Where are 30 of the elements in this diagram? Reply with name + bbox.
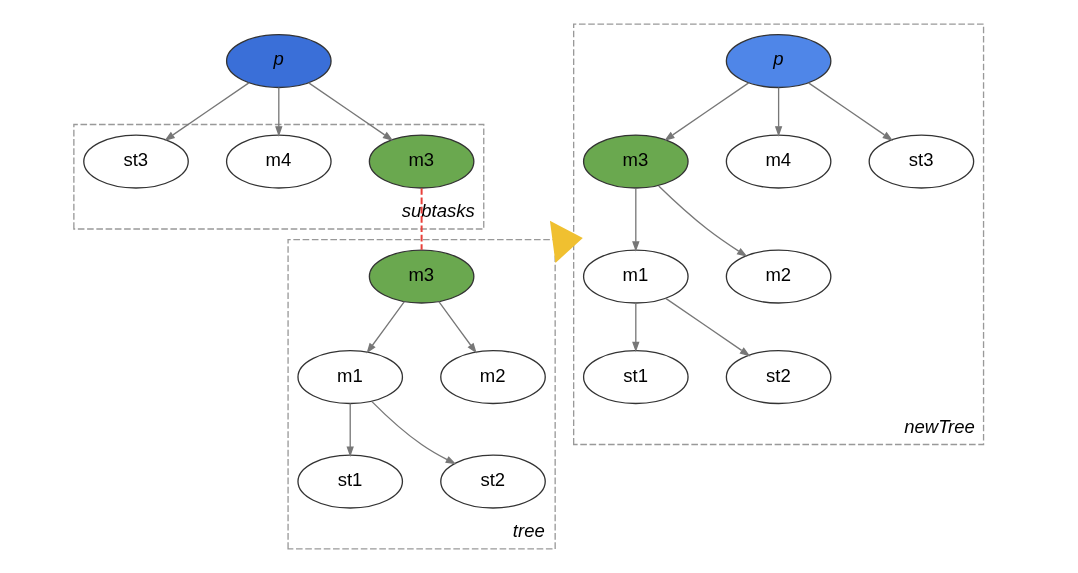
node-ellipse: m2 xyxy=(439,349,546,405)
node-ellipse: m1 xyxy=(582,249,689,304)
arrow xyxy=(163,82,250,141)
node-ellipse: st3 xyxy=(82,134,189,189)
node-ellipse: m1 xyxy=(296,349,403,405)
node-ellipse: st1 xyxy=(582,349,689,405)
node-ellipse: m3 xyxy=(582,134,689,189)
node-ellipse: m4 xyxy=(725,134,831,189)
arrow xyxy=(663,82,749,141)
node-ellipse: st3 xyxy=(868,134,974,189)
arrow xyxy=(774,86,782,137)
node-ellipse: p xyxy=(225,33,332,89)
arrow xyxy=(365,300,405,354)
arrow xyxy=(370,400,456,465)
arrow xyxy=(664,297,750,357)
arrow xyxy=(549,220,583,263)
arrow xyxy=(274,86,283,137)
arrow xyxy=(807,82,893,141)
arrow xyxy=(346,402,354,457)
node-ellipse: m3 xyxy=(368,134,474,189)
node-ellipse: p xyxy=(725,33,831,89)
node-ellipse: m4 xyxy=(225,134,332,189)
arrow xyxy=(631,187,640,252)
arrow xyxy=(657,185,747,257)
node-ellipse: st1 xyxy=(296,454,403,509)
arrow xyxy=(437,300,477,354)
arrow xyxy=(631,302,640,353)
connector xyxy=(420,187,423,251)
arrow xyxy=(307,82,393,141)
node-ellipse: m3 xyxy=(368,249,474,304)
